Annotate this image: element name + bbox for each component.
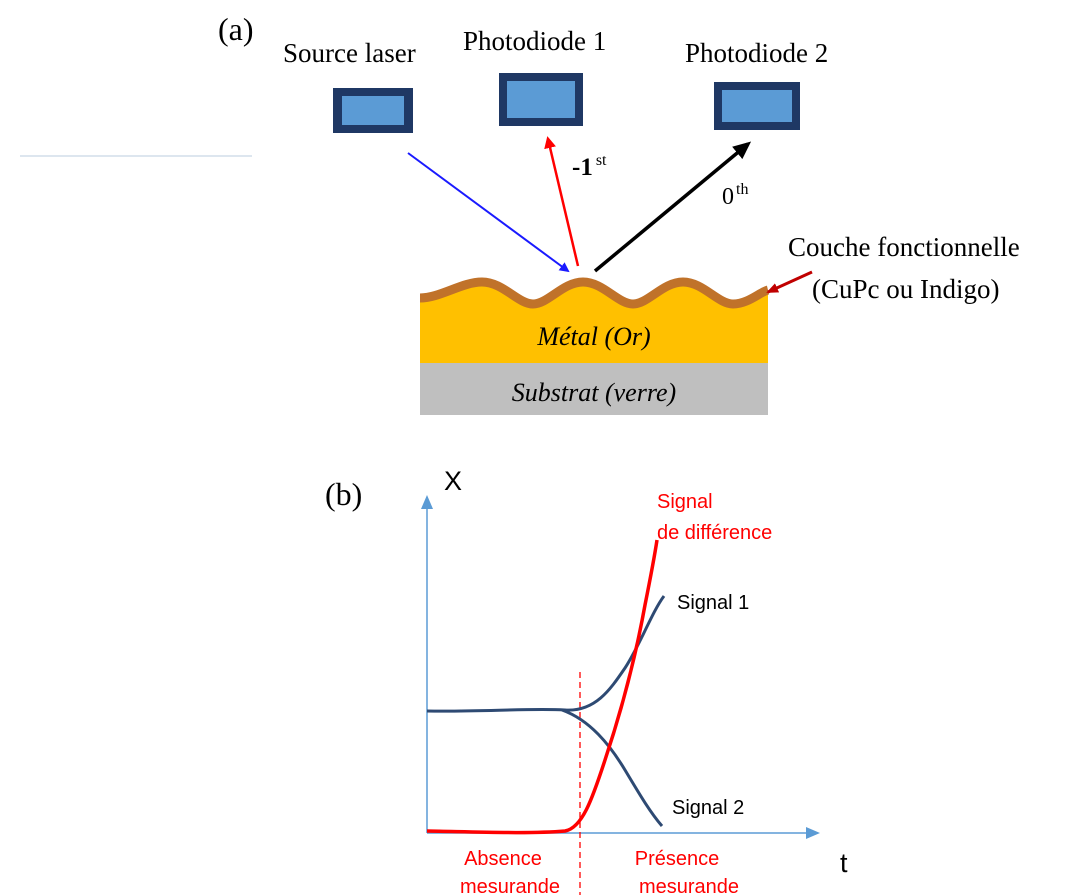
photodiode-2-label: Photodiode 2	[685, 38, 828, 68]
metal-label: Métal (Or)	[536, 322, 650, 351]
substrate-layer	[420, 363, 768, 415]
source-laser-label: Source laser	[283, 38, 416, 68]
difference-label-line1: Signal	[657, 491, 713, 513]
photodiode-1-label: Photodiode 1	[463, 26, 606, 56]
incident-beam	[407, 152, 570, 273]
panel-a: (a) Source laser Photodiode 1 Photodiode…	[20, 11, 1020, 415]
diffracted-beam-minus1	[544, 136, 580, 267]
y-axis-label: X	[444, 466, 462, 496]
signal-1-label: Signal 1	[677, 592, 749, 614]
presence-label-line1: Présence	[635, 848, 720, 870]
signal-2-curve	[561, 708, 664, 827]
x-axis-label: t	[840, 848, 848, 878]
functional-layer-label-line1: Couche fonctionnelle	[788, 232, 1020, 262]
difference-signal-curve	[426, 539, 659, 835]
signal-2-label: Signal 2	[672, 797, 744, 819]
metal-layer	[420, 282, 768, 363]
photodiode-2-window	[722, 90, 792, 122]
photodiode-1-window	[507, 81, 575, 118]
substrate-label: Substrat (verre)	[512, 378, 676, 407]
absence-label-line2: mesurande	[460, 876, 560, 895]
panel-b-label: (b)	[325, 476, 362, 512]
signal-1-curve	[426, 595, 666, 713]
functional-layer	[419, 277, 770, 309]
presence-label-line2: mesurande	[639, 876, 739, 895]
functional-layer-label-line2: (CuPc ou Indigo)	[812, 274, 999, 304]
functional-layer-pointer	[766, 270, 813, 294]
panel-b: (b) X t Signal de différence Signal 1 Si…	[325, 466, 848, 895]
source-laser-window	[342, 96, 404, 125]
difference-label-line2: de différence	[657, 522, 772, 544]
reflected-beam-0th	[593, 141, 752, 273]
panel-a-label: (a)	[218, 11, 254, 47]
absence-label-line1: Absence	[464, 848, 542, 870]
